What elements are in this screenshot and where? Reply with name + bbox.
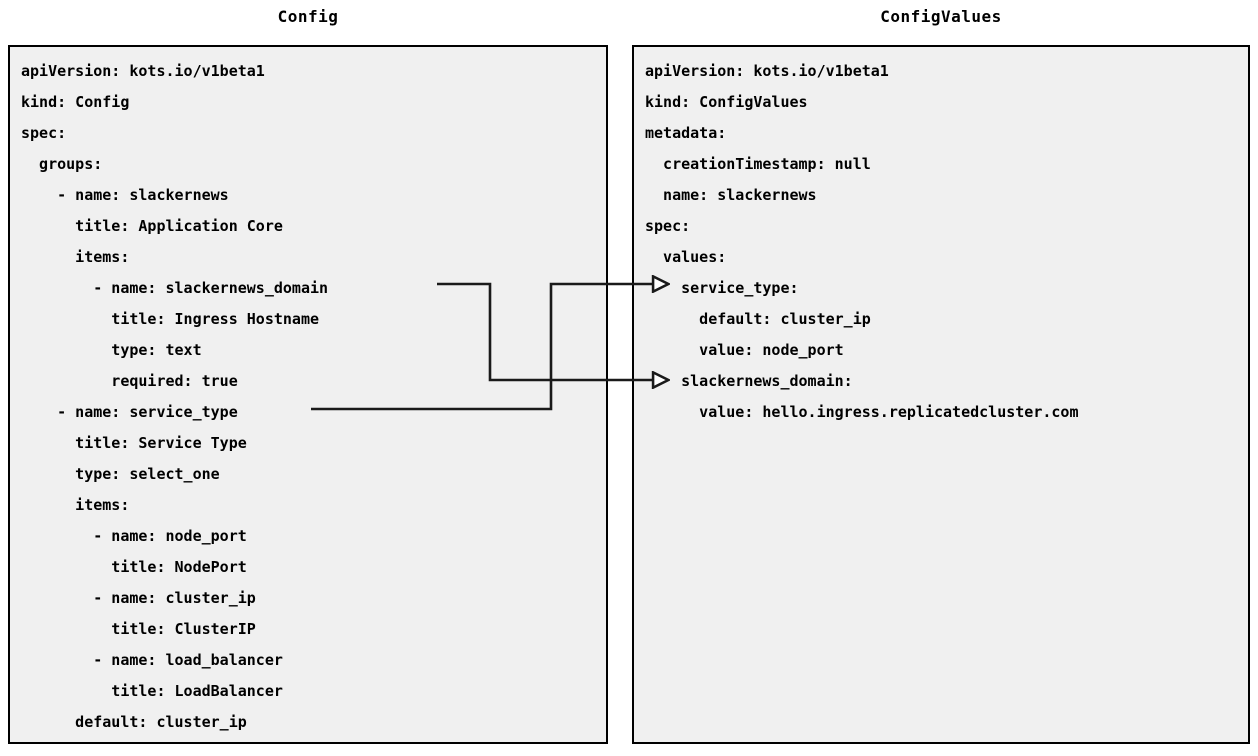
config-yaml-code: apiVersion: kots.io/v1beta1 kind: Config… [21,62,329,731]
configvalues-yaml-code: apiVersion: kots.io/v1beta1 kind: Config… [645,62,1079,421]
configvalues-yaml-panel: apiVersion: kots.io/v1beta1 kind: Config… [632,45,1250,744]
config-panel-title: Config [277,7,339,26]
config-yaml-panel: apiVersion: kots.io/v1beta1 kind: Config… [8,45,608,744]
configvalues-panel-title: ConfigValues [880,7,1002,26]
